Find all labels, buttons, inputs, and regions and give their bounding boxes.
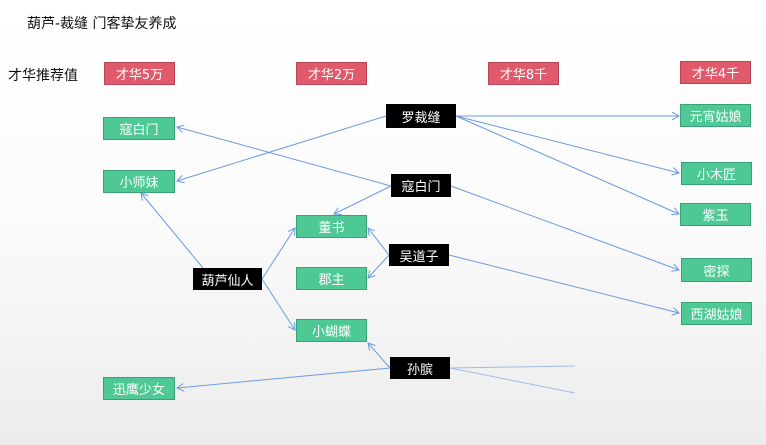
arrow-kou-mitan bbox=[450, 185, 679, 270]
arrow-wu-junzhu bbox=[368, 254, 390, 278]
node-xiaomujiang: 小木匠 bbox=[681, 162, 752, 185]
source-hulu: 葫芦仙人 bbox=[193, 268, 262, 290]
node-xihu: 西湖姑娘 bbox=[681, 302, 752, 325]
node-yuanxiao: 元宵姑娘 bbox=[680, 104, 751, 127]
header-col1: 才华5万 bbox=[104, 62, 175, 85]
page-title: 葫芦-裁缝 门客挚友养成 bbox=[27, 16, 177, 32]
source-sunbin: 孙膑 bbox=[390, 357, 450, 379]
arrow-wu-xihu bbox=[448, 254, 679, 313]
arrow-kou-kou bbox=[177, 127, 392, 187]
node-mitan: 密探 bbox=[681, 258, 752, 282]
row-label: 才华推荐值 bbox=[8, 68, 78, 84]
arrow-kou-dongshu bbox=[334, 185, 392, 214]
node-xiaohudie: 小蝴蝶 bbox=[296, 319, 367, 342]
arrow-sunbin-xunying bbox=[177, 367, 391, 388]
header-col3: 才华8千 bbox=[488, 62, 559, 85]
arrow-hulu-dongshu bbox=[261, 228, 295, 280]
source-luocaifeng: 罗裁缝 bbox=[386, 104, 456, 128]
node-junzhu: 郡主 bbox=[296, 267, 367, 290]
arrow-luo-ziyu bbox=[455, 115, 679, 214]
node-kou-baimen: 寇白门 bbox=[103, 117, 175, 140]
source-kou-baimen: 寇白门 bbox=[391, 174, 451, 197]
node-xunying: 迅鹰少女 bbox=[103, 377, 175, 400]
arrow-hulu-xiaoshimei bbox=[141, 193, 204, 269]
header-col2: 才华2万 bbox=[296, 62, 367, 85]
arrow-luo-xiaoshimei bbox=[177, 115, 387, 181]
node-dongshu: 董书 bbox=[296, 215, 367, 238]
source-wudaozi: 吴道子 bbox=[389, 244, 449, 266]
arrow-luo-xiaomujiang bbox=[455, 115, 679, 173]
node-ziyu: 紫玉 bbox=[680, 203, 751, 226]
node-xiaoshimei: 小师妹 bbox=[103, 170, 175, 193]
arrow-hulu-xiaohudie bbox=[261, 278, 295, 330]
header-col4: 才华4千 bbox=[680, 61, 751, 84]
arrow-wu-dongshu bbox=[368, 228, 390, 256]
arrow-sunbin-xiaohudie bbox=[368, 343, 391, 369]
